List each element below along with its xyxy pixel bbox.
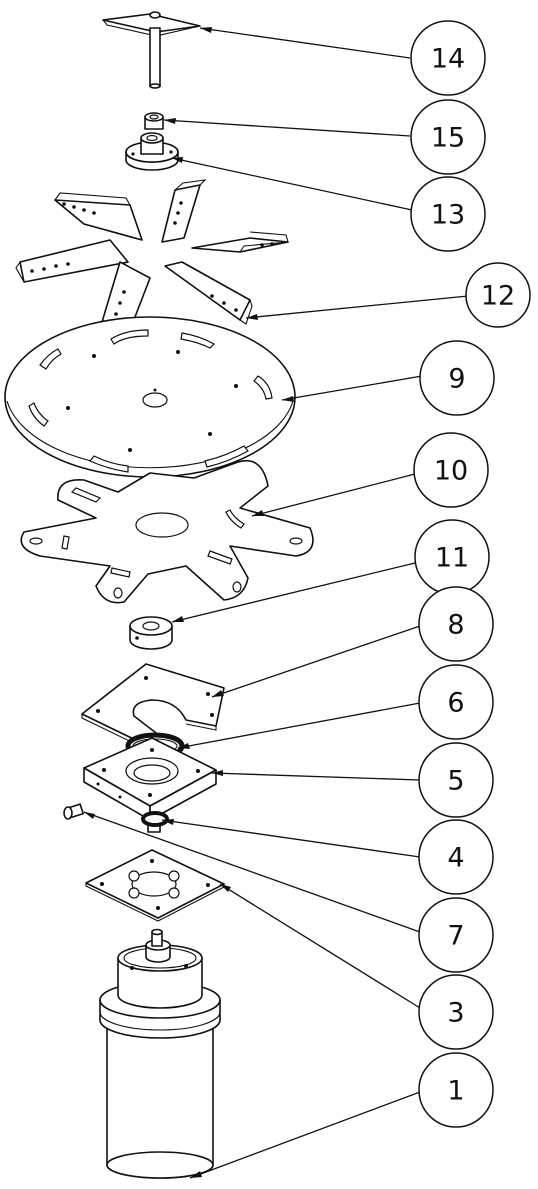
part-10-star-plate	[20, 460, 314, 604]
callout-label: 14	[431, 44, 465, 75]
callout-14: 14	[410, 20, 486, 96]
callout-label: 13	[431, 200, 465, 231]
callout-3: 3	[418, 974, 494, 1050]
callout-label: 15	[431, 123, 465, 154]
callout-label: 7	[447, 921, 464, 952]
callout-label: 10	[434, 456, 468, 487]
part-11-coupling	[129, 616, 173, 650]
part-3-motor-plate	[85, 849, 225, 922]
part-5-bearing-housing	[83, 737, 217, 833]
callout-label: 11	[435, 543, 469, 574]
part-9-round-plate	[4, 316, 296, 478]
callout-label: 12	[481, 281, 515, 312]
leader-lines	[83, 27, 469, 1179]
part-14-shaft-blade	[102, 11, 201, 89]
part-12-vanes	[15, 179, 289, 331]
part-1-gear-motor	[99, 928, 221, 1179]
callout-8: 8	[418, 586, 494, 662]
callout-label: 4	[447, 843, 464, 874]
callout-label: 8	[447, 610, 464, 641]
callout-label: 9	[448, 364, 465, 395]
callout-label: 3	[447, 998, 464, 1029]
callout-15: 15	[410, 99, 486, 175]
callout-7: 7	[418, 897, 494, 973]
callout-1: 1	[418, 1052, 494, 1128]
callout-11: 11	[414, 519, 490, 595]
callout-label: 5	[447, 766, 464, 797]
part-4-seal	[141, 811, 169, 827]
callout-13: 13	[410, 176, 486, 252]
callout-label: 1	[447, 1076, 464, 1107]
callout-5: 5	[418, 742, 494, 818]
callout-9: 9	[419, 340, 495, 416]
callout-10: 10	[413, 432, 489, 508]
part-13-hub-flange	[125, 132, 179, 171]
callout-6: 6	[418, 664, 494, 740]
part-15-bushing	[144, 112, 164, 130]
callout-label: 6	[447, 688, 464, 719]
callout-4: 4	[418, 819, 494, 895]
part-7-set-screw	[63, 803, 85, 820]
callout-12: 12	[465, 262, 531, 328]
